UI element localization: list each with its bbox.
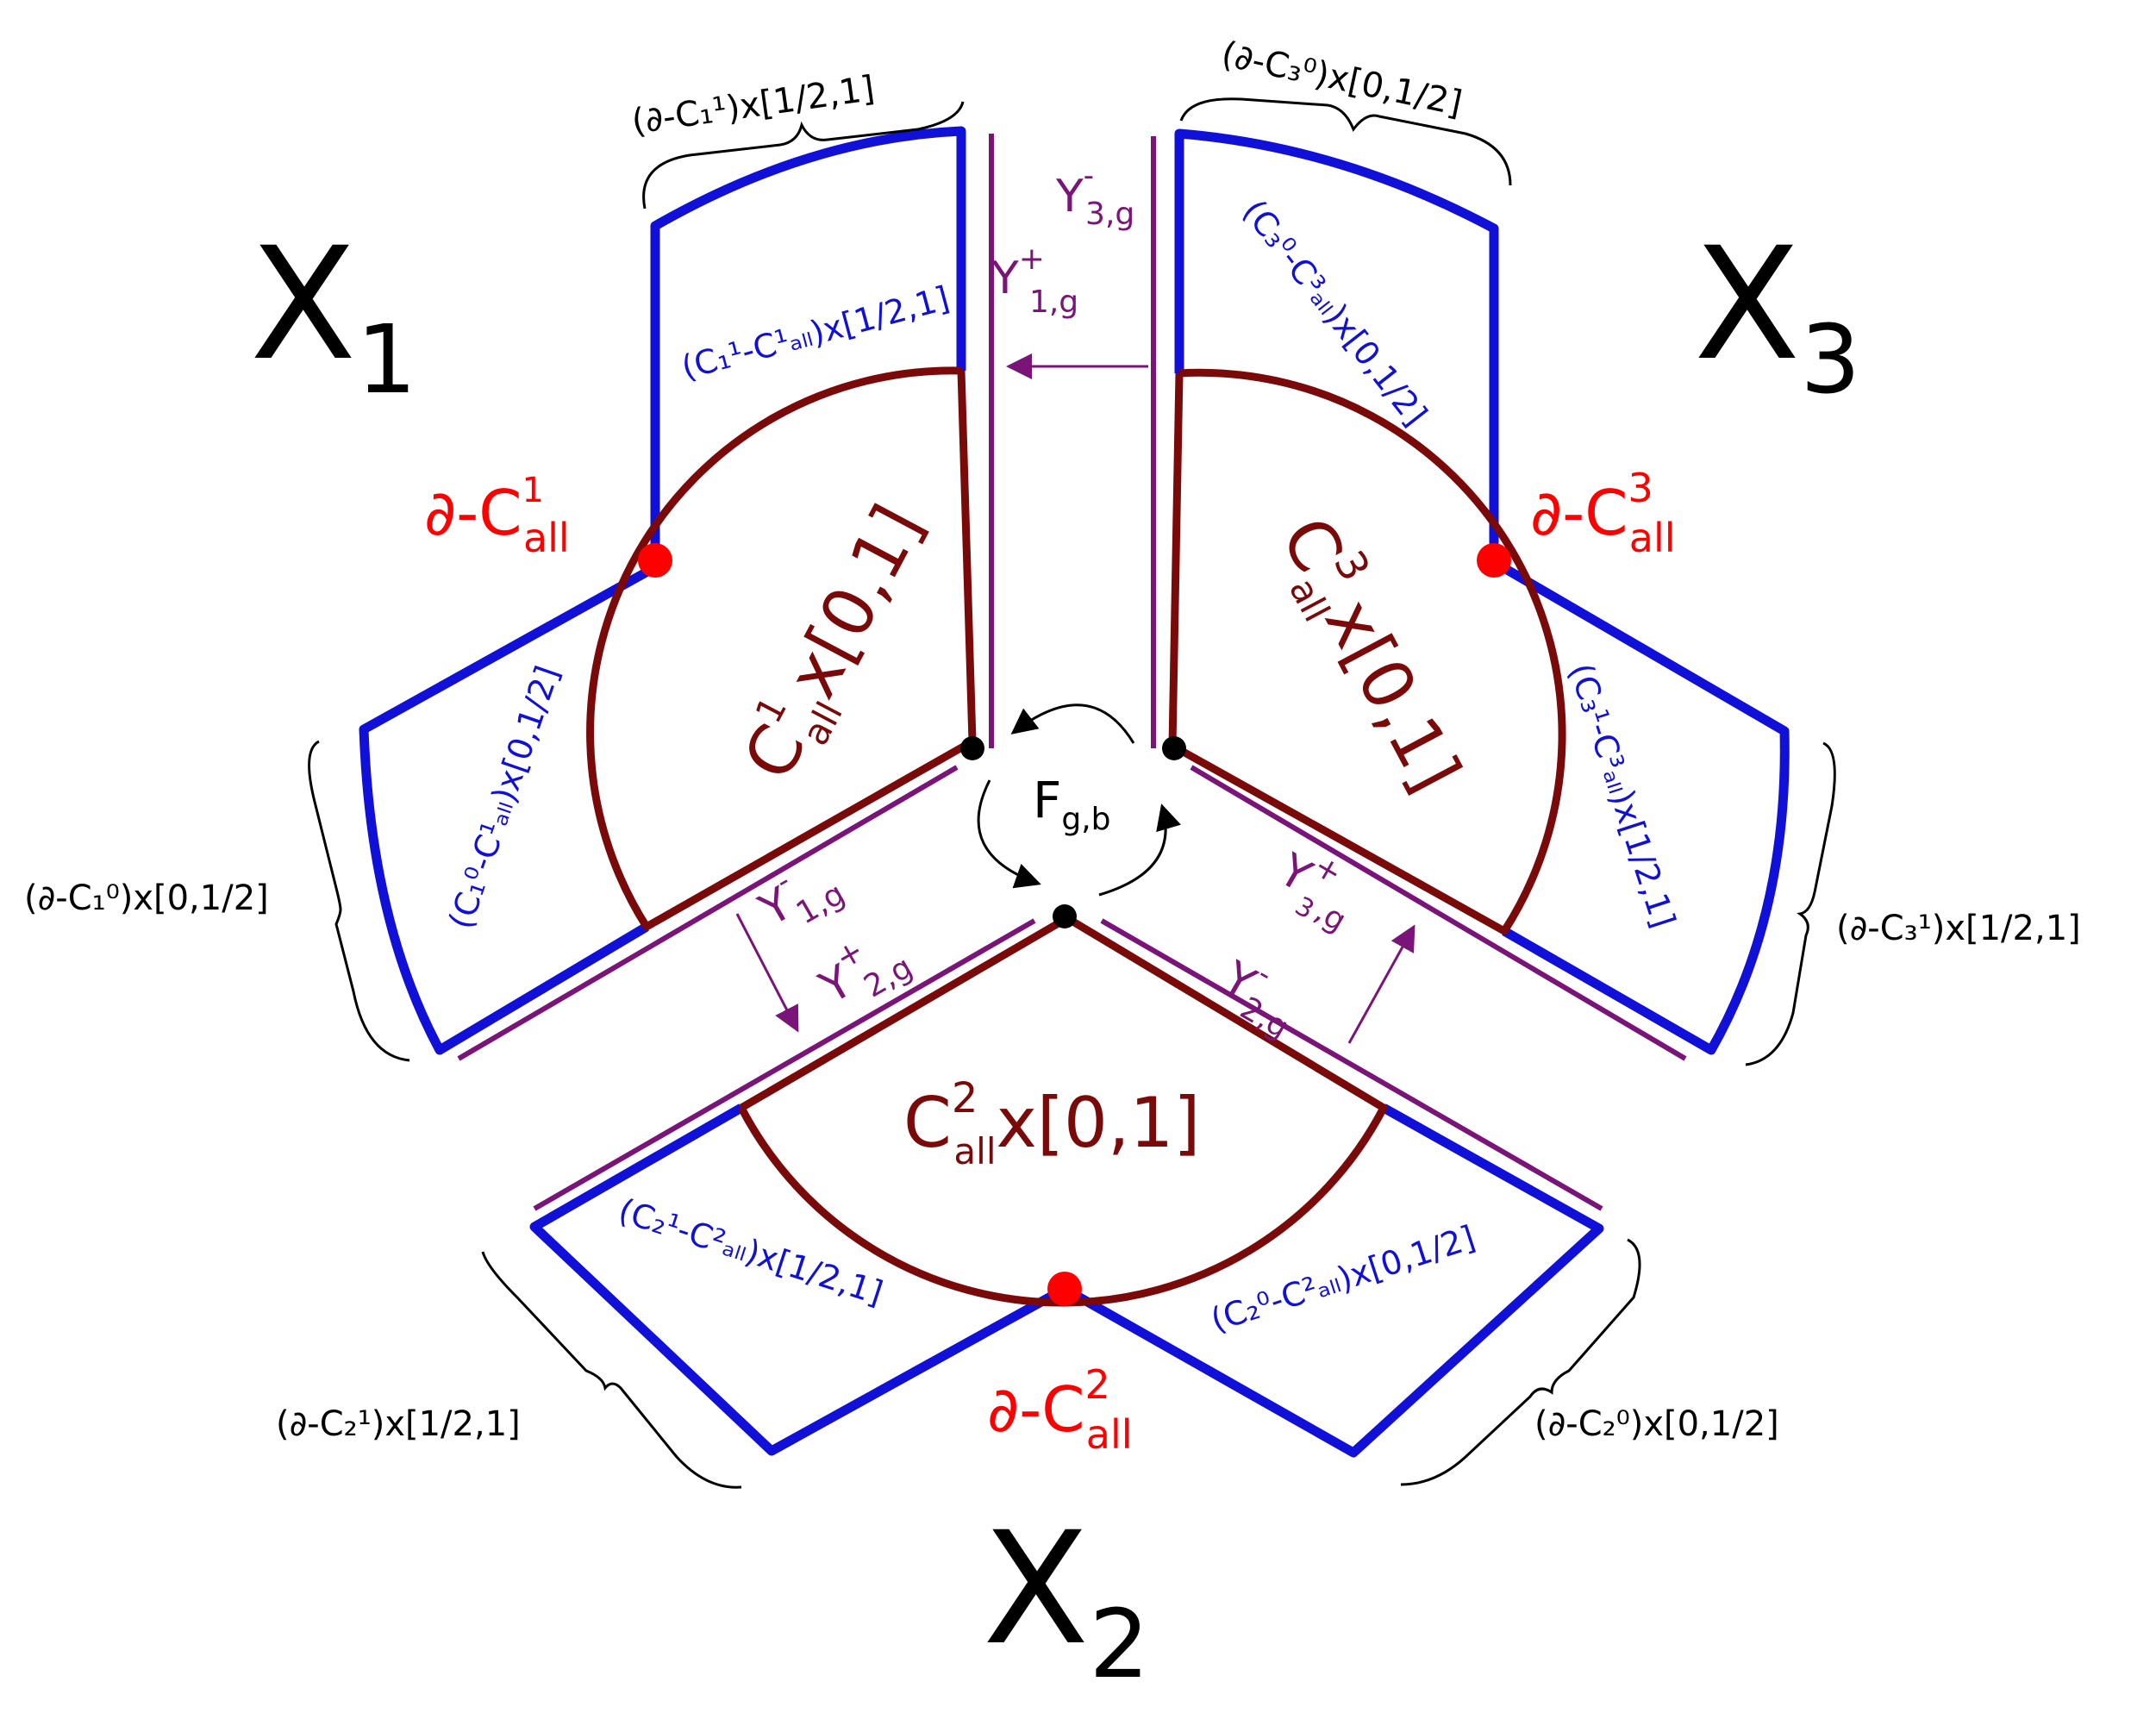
rotation-arrow-top [1010, 703, 1135, 744]
y-label-1-plus: Y+1,g [991, 241, 1078, 320]
brace-top-left [642, 101, 965, 209]
vertex-dot-3 [1162, 736, 1186, 760]
y-label-2-minus: Y-2,g [1208, 942, 1313, 1046]
maroon-cylinder-2 [738, 914, 1388, 1307]
y-label-2-plus: Y+2,g [805, 916, 918, 1024]
region-label-x2: X2 [983, 1499, 1149, 1699]
brace-bottom-left [481, 1251, 742, 1489]
blue-region-x3-right [1491, 558, 1790, 1055]
boundary-point-3 [1477, 543, 1511, 578]
rotation-arrow-left [977, 779, 1041, 889]
blue-label-x2-left: (C₂¹-C²ₐₗₗ)x[1/2,1] [614, 1191, 887, 1312]
brace-label-top-left: (∂-C₁¹)x[1/2,1] [629, 69, 877, 142]
arrow-y2m-to-y3p [1347, 924, 1415, 1044]
y-label-3-minus: Y-3,g [1055, 159, 1134, 232]
blue-region-x1-top [650, 126, 966, 567]
brace-label-bottom-left: (∂-C₂¹)x[1/2,1] [276, 1404, 521, 1444]
purple-line-y2p [533, 918, 1036, 1211]
blue-region-x2-left [529, 1103, 1067, 1456]
purple-line-y1m [457, 765, 959, 1061]
brace-label-right: (∂-C₃¹)x[1/2,1] [1836, 909, 2081, 948]
region-label-x1: X1 [250, 215, 416, 415]
purple-line-y3p [1190, 765, 1687, 1061]
blue-label-x1-left: (C₁⁰-C¹ₐₗₗ)x[0,1/2] [441, 661, 567, 934]
arrow-y1m-to-y2p [735, 913, 799, 1033]
cylinder-label-1: C1allx[0,1] [724, 491, 947, 797]
brace-label-bottom-right: (∂-C₂⁰)x[0,1/2] [1534, 1404, 1779, 1444]
brace-label-left: (∂-C₁⁰)x[0,1/2] [24, 878, 269, 918]
cylinder-label-3: C3allx[0,1] [1258, 501, 1484, 810]
blue-region-x3-top [1174, 128, 1499, 562]
blue-region-x2-right [1062, 1103, 1604, 1458]
vertex-dot-2 [1053, 904, 1077, 928]
maroon-cylinder-1 [586, 366, 977, 931]
boundary-point-1 [638, 543, 672, 578]
brace-bottom-right [1400, 1238, 1641, 1486]
blue-label-x3-right: (C₃¹-C³ₐₗₗ)x[1/2,1] [1561, 659, 1682, 932]
rotation-arrow-right [1098, 803, 1181, 897]
purple-line-y2m [1100, 918, 1603, 1211]
blue-region-x1-left [359, 563, 658, 1055]
brace-right [1745, 741, 1836, 1066]
vertex-dot-1 [960, 736, 984, 760]
brace-left [308, 740, 410, 1062]
maroon-cylinder-3 [1168, 368, 1566, 935]
blue-label-x2-right: (C₂⁰-C²ₐₗₗ)x[0,1/2] [1206, 1218, 1479, 1339]
brace-top-right [1179, 97, 1512, 186]
center-label: Fg,b [1033, 771, 1111, 837]
region-label-x3: X3 [1694, 215, 1860, 415]
boundary-point-2 [1047, 1272, 1082, 1306]
